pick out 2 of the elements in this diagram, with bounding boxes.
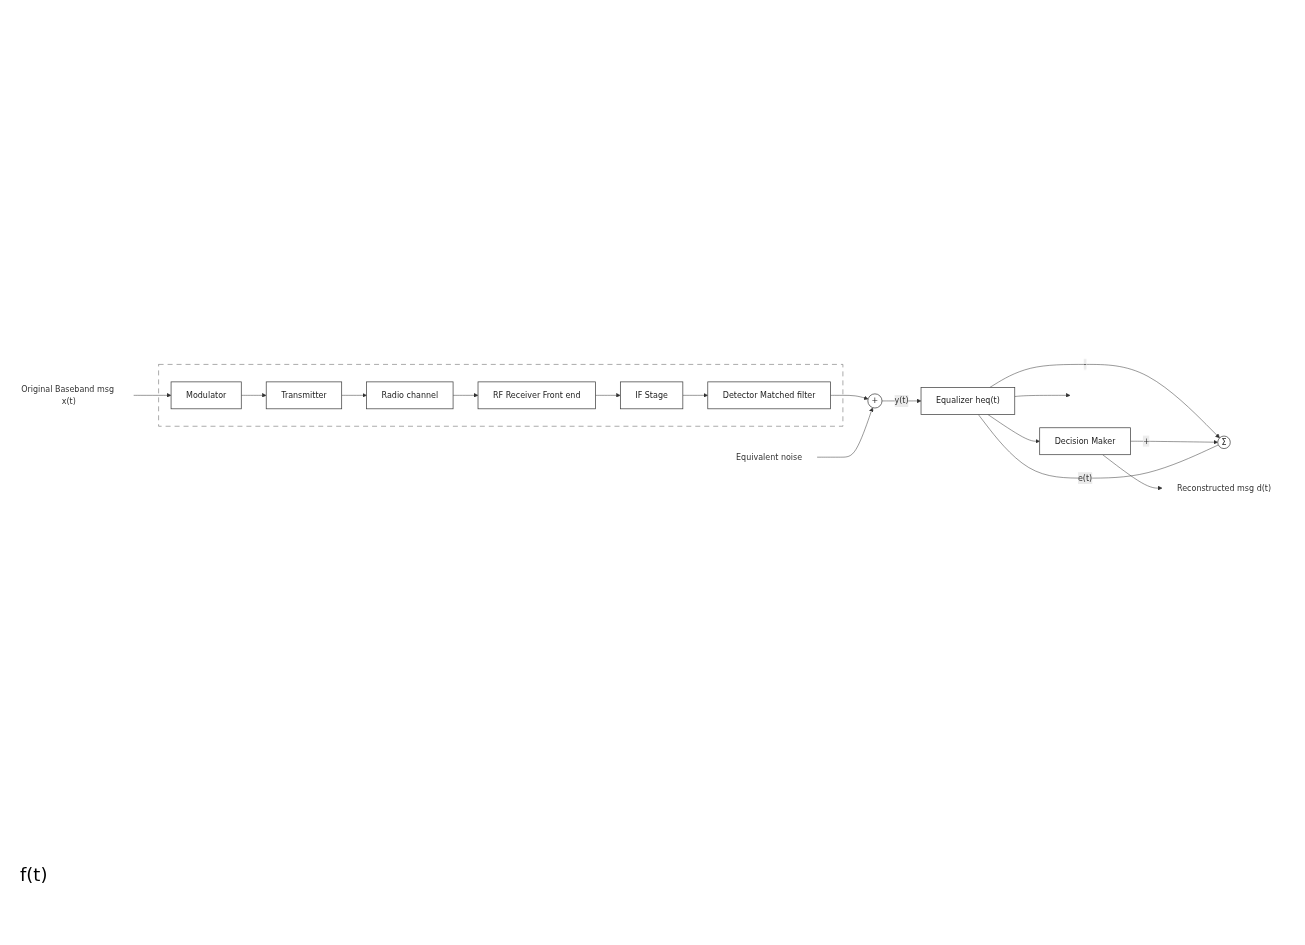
cluster <box>158 364 844 427</box>
signal-label: f(t) <box>20 864 49 885</box>
